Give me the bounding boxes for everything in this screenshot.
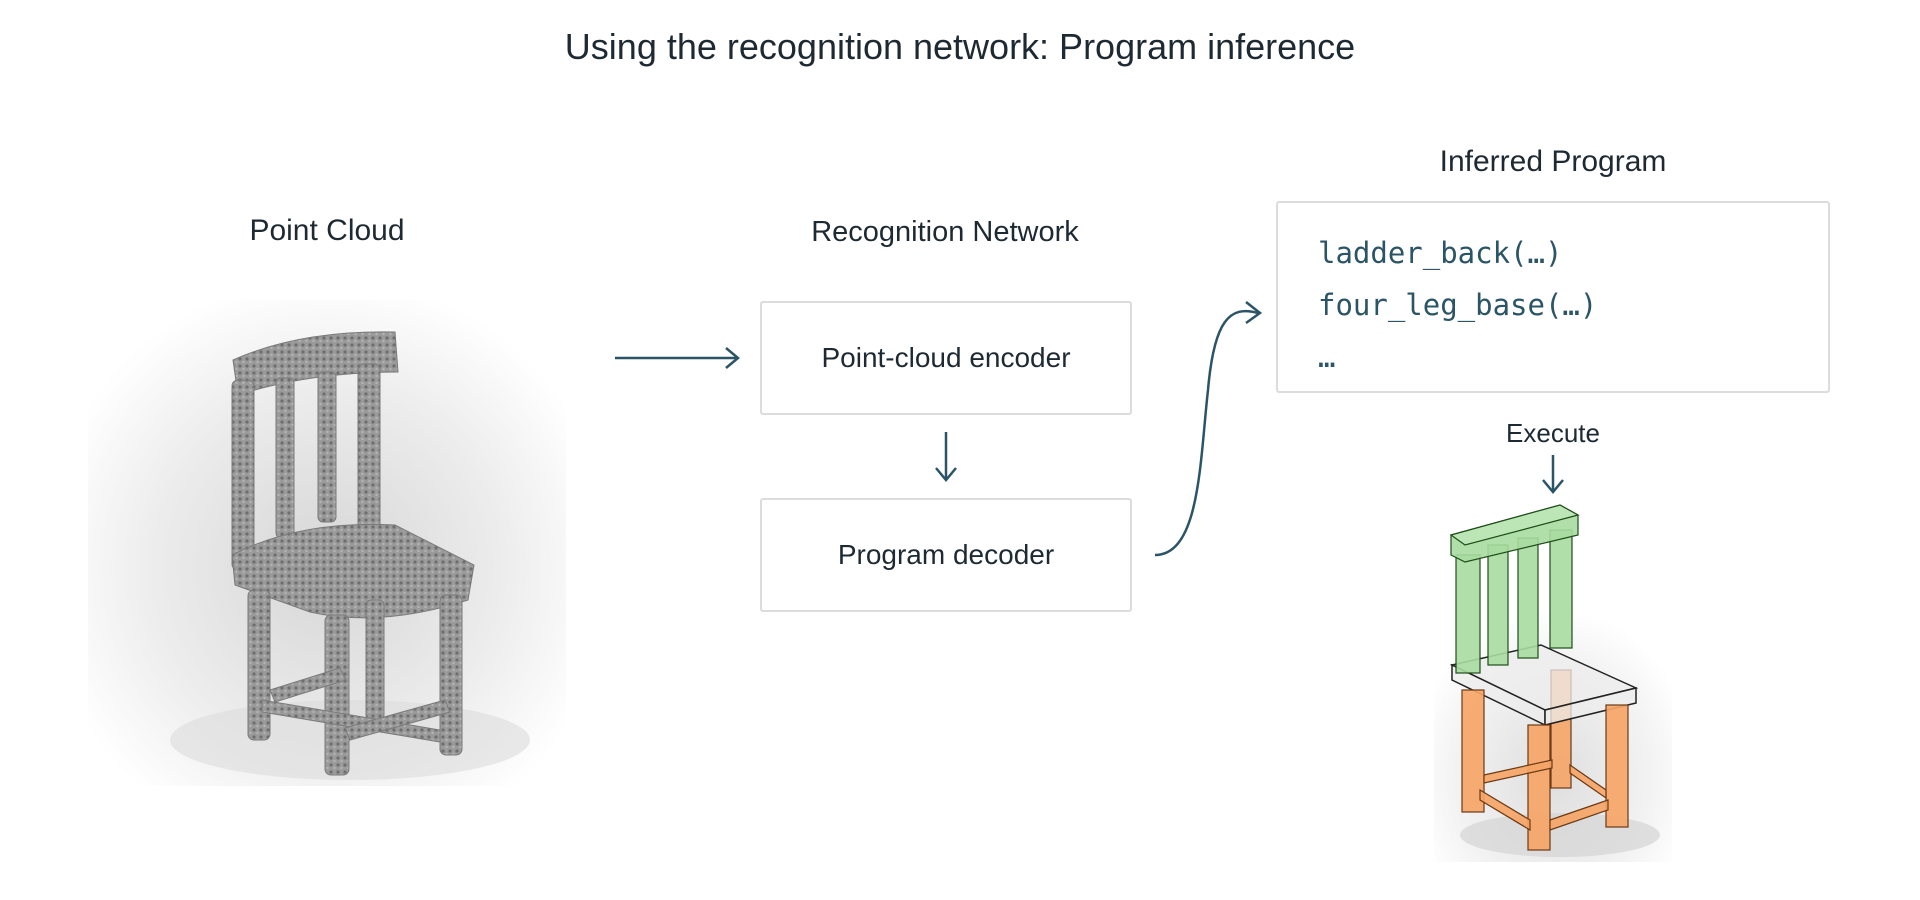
execute-label: Execute	[1506, 418, 1600, 448]
point-cloud-label: Point Cloud	[249, 214, 405, 247]
arrow-to-encoder	[615, 347, 740, 369]
arrow-decoder-to-program	[1154, 301, 1263, 557]
arrow-execute-down	[1542, 455, 1564, 494]
program-line-ladder-back: ladder_back(…)	[1318, 236, 1563, 270]
diagram-title: Using the recognition network: Program i…	[564, 26, 1356, 67]
arrow-encoder-to-decoder	[935, 432, 957, 482]
point-cloud-encoder-box: Point-cloud encoder	[760, 301, 1132, 415]
program-decoder-box: Program decoder	[760, 498, 1132, 612]
encoder-label: Point-cloud encoder	[821, 342, 1071, 373]
decoder-label: Program decoder	[837, 539, 1055, 570]
inferred-program-label: Inferred Program	[1439, 145, 1667, 178]
point-cloud-chair-image	[88, 300, 566, 786]
program-line-four-leg-base: four_leg_base(…)	[1318, 288, 1598, 322]
rendered-chair-image	[1434, 504, 1672, 862]
program-line-ellipsis: …	[1318, 340, 1336, 374]
recognition-network-label: Recognition Network	[811, 216, 1079, 248]
program-code-box: ladder_back(…) four_leg_base(…) …	[1276, 201, 1830, 393]
